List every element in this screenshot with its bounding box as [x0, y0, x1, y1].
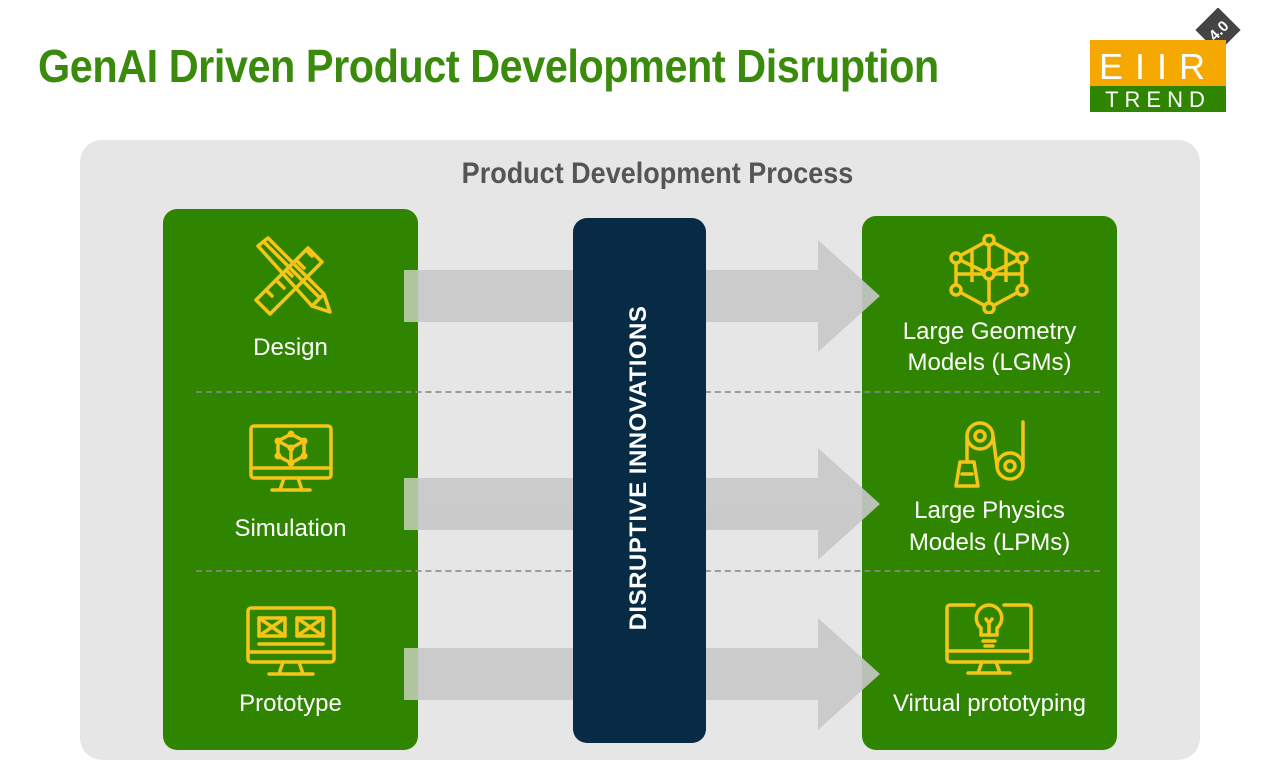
- svg-text:EIIR: EIIR: [1099, 46, 1217, 87]
- disruptive-innovations-bar: [573, 218, 706, 743]
- svg-text:TREND: TREND: [1105, 87, 1211, 112]
- geometry-network-icon: [949, 234, 1029, 314]
- simulation-label: Simulation: [234, 515, 347, 542]
- lgm-label-line1: Large Geometry: [902, 318, 1077, 345]
- virtual-prototyping-label: Virtual prototyping: [892, 690, 1086, 717]
- lgm-label-line2: Models (LGMs): [907, 349, 1072, 376]
- page-title: GenAI Driven Product Development Disrupt…: [38, 40, 939, 92]
- monitor-wireframe-icon: [246, 606, 336, 676]
- eiir-trend-logo: 4.0 EIIR TREND: [1090, 8, 1241, 112]
- pulley-weight-icon: [954, 420, 1025, 488]
- monitor-lightbulb-icon: [945, 603, 1033, 675]
- design-label: Design: [253, 334, 328, 361]
- monitor-cube-icon: [249, 424, 333, 492]
- prototype-label: Prototype: [239, 690, 342, 717]
- panel-title: Product Development Process: [461, 157, 854, 190]
- disruptive-innovations-label: DISRUPTIVE INNOVATIONS: [625, 305, 652, 631]
- lpm-label-line1: Large Physics: [914, 497, 1065, 524]
- ruler-pencil-icon: [254, 236, 332, 316]
- lpm-label-line2: Models (LPMs): [908, 529, 1071, 556]
